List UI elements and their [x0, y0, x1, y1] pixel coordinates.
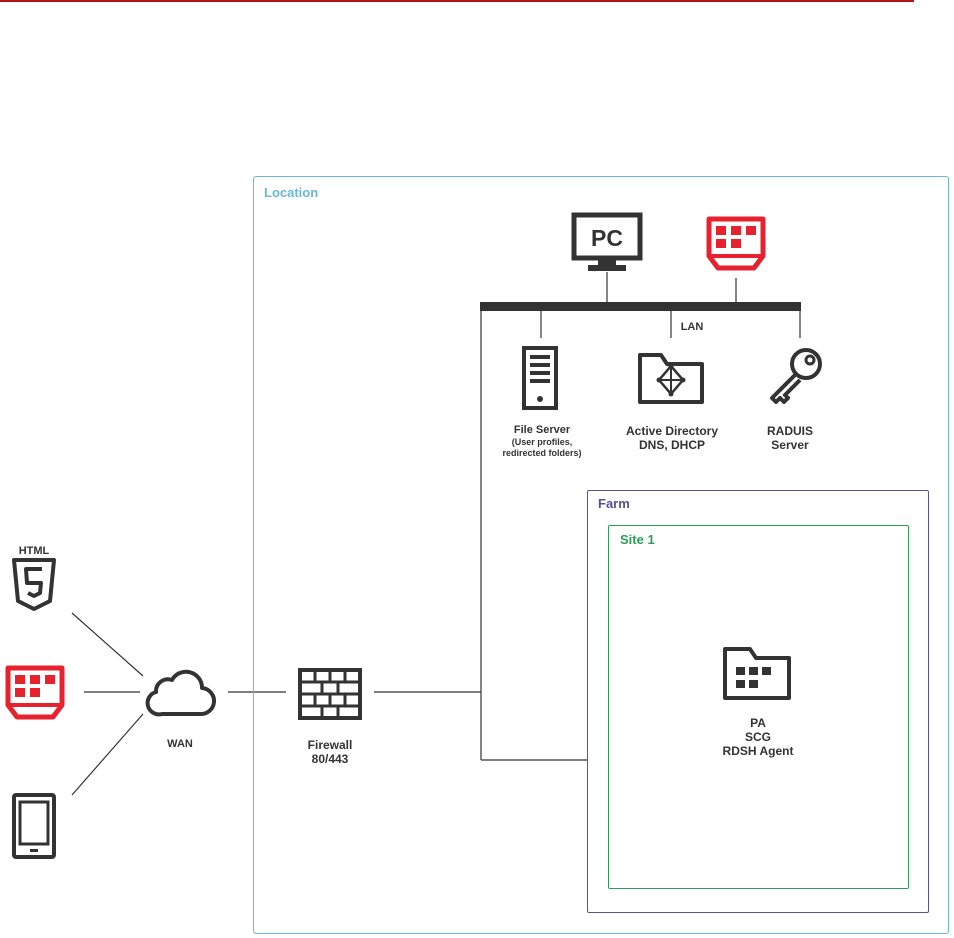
file-server-title: File Server [513, 424, 571, 436]
radius-line1: RADUIS [766, 424, 814, 438]
site-label: Site 1 [620, 532, 655, 547]
pa-label: PA SCG RDSH Agent [723, 716, 794, 758]
pa-line2: SCG [744, 730, 772, 744]
file-server-sub2: redirected folders) [502, 448, 582, 458]
folder-network-icon [638, 353, 704, 404]
firewall-icon [298, 668, 362, 720]
location-box: Location [253, 176, 949, 934]
pa-line1: PA [750, 716, 766, 730]
tablet-wan-link [71, 713, 144, 796]
file-server-label: File Server (User profiles, redirected f… [502, 424, 581, 459]
file-server-sub1: (User profiles, [511, 437, 573, 447]
farm-box: Farm [587, 490, 929, 913]
html5-icon: HTML [12, 545, 56, 611]
site-box: Site 1 [608, 525, 909, 889]
radius-label: RADUIS Server [767, 424, 813, 452]
wan-label: WAN [167, 738, 193, 750]
top-rule [0, 0, 914, 2]
tablet-icon [12, 793, 56, 859]
firewall-line2: 80/443 [311, 752, 349, 766]
pa-folder-icon [723, 647, 791, 700]
firewall-label: Firewall 80/443 [308, 738, 353, 766]
svg-text:HTML: HTML [19, 545, 50, 557]
active-directory-line2: DNS, DHCP [638, 438, 706, 452]
pa-line3: RDSH Agent [722, 744, 794, 758]
active-directory-label: Active Directory DNS, DHCP [626, 424, 718, 452]
active-directory-line1: Active Directory [625, 424, 719, 438]
svg-text:PC: PC [591, 225, 623, 251]
firewall-line1: Firewall [307, 738, 353, 752]
farm-label: Farm [598, 496, 630, 511]
pc-icon: PC [571, 212, 643, 271]
key-icon [770, 348, 822, 404]
lan-label: LAN [680, 321, 704, 333]
thin-client-icon-left [5, 665, 65, 720]
thin-client-icon [706, 216, 766, 271]
lan-bus [480, 302, 801, 311]
location-label: Location [264, 185, 319, 200]
radius-line2: Server [771, 438, 809, 452]
file-server-icon [522, 346, 558, 410]
cloud-icon [145, 669, 216, 717]
html5-wan-link [71, 612, 144, 677]
